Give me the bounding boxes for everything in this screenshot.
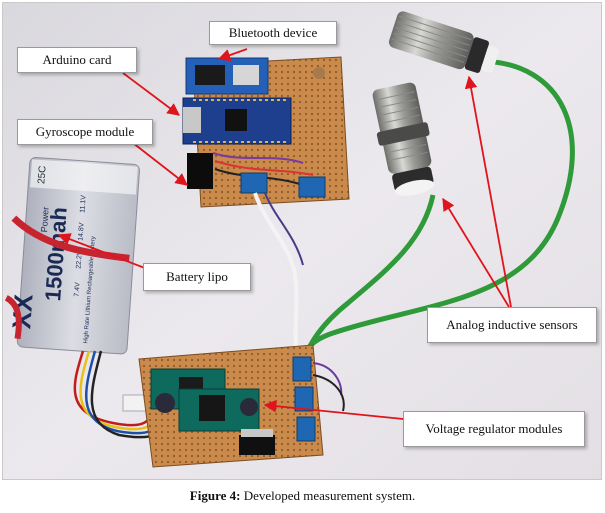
inductive-sensor-middle (372, 82, 435, 196)
caption-label: Figure 4: (189, 488, 241, 503)
battery-power-text: Power (39, 206, 51, 232)
battery-v1-text: 11.1V (79, 195, 87, 214)
bottom-circuit-board (138, 344, 345, 468)
battery-v3-text: 22.2V (76, 250, 84, 269)
label-gyroscope-module: Gyroscope module (17, 119, 153, 145)
arrow-sensor-top (464, 75, 512, 308)
sensor-cable-2 (300, 194, 436, 366)
label-analog-inductive-sensors: Analog inductive sensors (427, 307, 597, 343)
annotation-arrows (57, 48, 512, 422)
caption-text: Developed measurement system. (240, 488, 416, 503)
sensor-cable-1 (300, 58, 575, 366)
arrow-arduino (122, 72, 181, 116)
label-arduino-card: Arduino card (17, 47, 137, 73)
battery-v4-text: 7.4V (74, 282, 82, 297)
arrow-bluetooth (217, 48, 248, 62)
photo-illustration: 25C 1500mah XX Power High Rate Lithium R… (3, 3, 601, 479)
arrow-regulators (263, 399, 424, 422)
inductive-sensor-top (388, 11, 500, 73)
top-circuit-board (182, 56, 350, 208)
arrow-gyroscope (132, 142, 188, 186)
battery-rating-text: 25C (36, 165, 48, 184)
arrow-sensor-middle (442, 197, 510, 308)
figure-caption: Figure 4: Developed measurement system. (0, 488, 605, 504)
label-bluetooth-device: Bluetooth device (209, 21, 337, 45)
label-battery-lipo: Battery lipo (143, 263, 251, 291)
battery-pack: 25C 1500mah XX Power High Rate Lithium R… (4, 157, 140, 355)
label-voltage-regulator-modules: Voltage regulator modules (403, 411, 585, 447)
gyroscope-shape (187, 153, 213, 189)
battery-v2-text: 14.8V (77, 222, 85, 241)
photo: 25C 1500mah XX Power High Rate Lithium R… (2, 2, 602, 480)
